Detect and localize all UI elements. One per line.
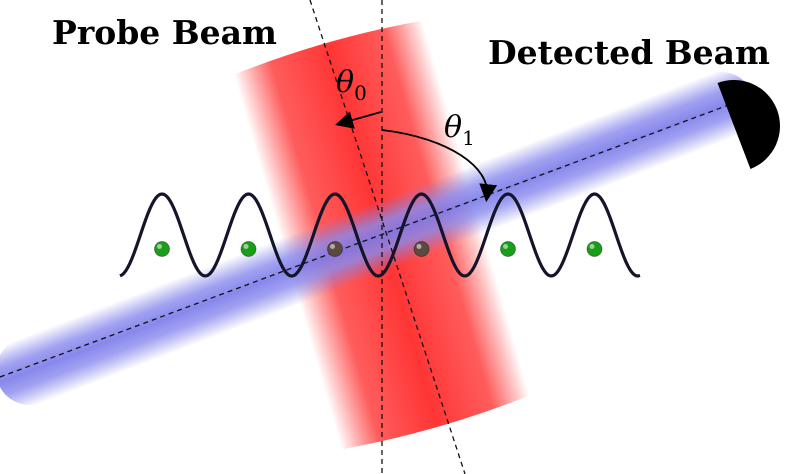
atom-highlight (330, 244, 335, 249)
probe-axis-line (309, 0, 466, 474)
atom (500, 241, 516, 257)
detected-beam-label: Detected Beam (488, 33, 770, 72)
atom (413, 241, 430, 257)
atoms-group (154, 241, 603, 257)
detected-axis-line (0, 96, 751, 378)
detected-beam (0, 71, 755, 406)
theta1-arrow (381, 129, 498, 203)
atom-highlight (503, 244, 508, 249)
lattice-potential (119, 192, 641, 278)
atom-highlight (416, 244, 422, 249)
detector-icon (717, 80, 780, 169)
atom (240, 241, 257, 257)
theta0-label: θ0 (336, 65, 367, 105)
atom-highlight (157, 244, 162, 249)
atom (154, 241, 170, 257)
atom-highlight (589, 244, 595, 249)
atom-highlight (243, 244, 249, 249)
atom (586, 241, 603, 257)
atom (327, 241, 343, 257)
theta0-arrow (335, 111, 382, 129)
theta1-label: θ1 (444, 110, 475, 150)
probe-beam-label: Probe Beam (52, 13, 277, 52)
